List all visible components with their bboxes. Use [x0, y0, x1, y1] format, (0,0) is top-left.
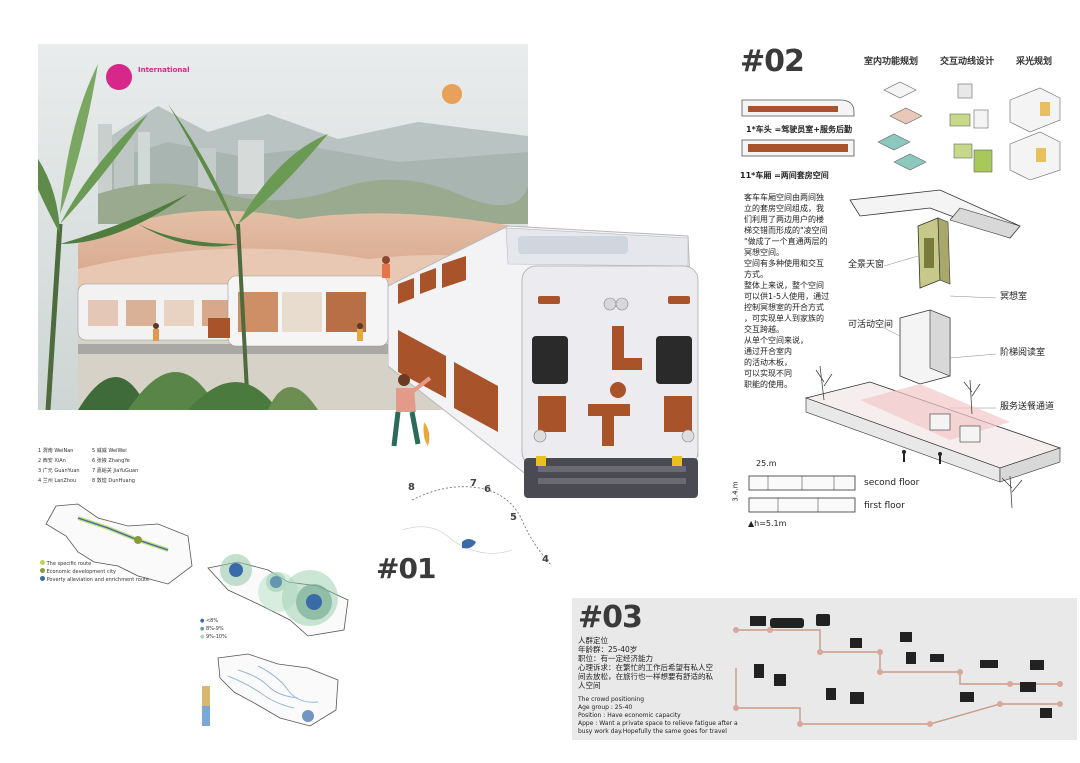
iso-diagrams — [870, 70, 1070, 181]
label-stair: 阶梯阅读室 — [1000, 348, 1046, 358]
exploded-axonometric: 全景天窗 冥想室 可活动空间 阶梯阅读室 服务送餐通道 — [800, 186, 1070, 516]
dim-h: ▲h=5.1m — [748, 519, 787, 528]
label-movable: 可活动空间 — [848, 320, 894, 330]
header-function: 室内功能规划 — [864, 57, 919, 67]
person-figure — [388, 372, 438, 452]
brand-logo-icon — [106, 64, 132, 90]
route-number: 4 — [542, 554, 549, 565]
section-number-03: #03 — [578, 600, 643, 635]
header-circulation: 交互动线设计 — [940, 57, 995, 67]
dim-length: 25.m — [756, 459, 777, 468]
route-number: 7 — [470, 478, 477, 489]
journey-diagram — [730, 608, 1074, 736]
label-second-floor: second floor — [864, 478, 920, 488]
city-item: 8 敦煌 DunHuang — [92, 478, 135, 484]
car-diagrams — [740, 94, 856, 164]
design-description: 客车车厢空间由两间独 立的套房空间组成，我 们利用了两边用户的楼 梯交错而形成的… — [744, 193, 830, 389]
bubble-map — [198, 540, 358, 640]
route-number: 6 — [484, 484, 491, 495]
car-body-label: 11*车厢 =两间套房空间 — [740, 171, 829, 180]
label-meditation: 冥想室 — [1000, 292, 1028, 302]
brand-text: International — [138, 66, 190, 74]
route-number: 8 — [408, 482, 415, 493]
crowd-en: The crowd positioning Age group : 25-40 … — [578, 696, 738, 735]
train-illustration — [387, 225, 708, 516]
terrain-map — [198, 646, 348, 736]
city-item: 4 兰州 LanZhou — [38, 478, 77, 484]
sun — [442, 84, 462, 104]
city-item: 1 渭南 WeiNan — [38, 448, 74, 454]
city-item: 6 张掖 ZhangYe — [92, 458, 130, 464]
legend-item: The specific route — [46, 561, 92, 567]
floor-plans — [748, 472, 858, 518]
label-skylight: 全景天窗 — [848, 260, 885, 270]
legend-item: Economic development city — [46, 569, 117, 575]
label-service: 服务送餐通道 — [1000, 402, 1055, 412]
city-item: 3 广元 GuanYuan — [38, 468, 80, 474]
route-number: 5 — [510, 512, 517, 523]
city-item: 7 嘉峪关 JiaYuGuan — [92, 468, 139, 474]
section-number-02: #02 — [740, 44, 805, 79]
province-map — [38, 496, 198, 591]
route-map: 8 7 6 5 4 — [392, 470, 572, 580]
section-number-01: #01 — [376, 552, 436, 585]
car-head-label: 1*车头 =驾驶员室+服务后勤 — [746, 125, 852, 134]
label-first-floor: first floor — [864, 501, 905, 511]
banana-tree — [38, 64, 188, 410]
city-item: 5 威威 WeiWei — [92, 448, 127, 454]
header-lighting: 采光规划 — [1016, 57, 1053, 67]
section-03-panel: #03 人群定位 年龄群：25-40岁 职位：有一定经济能力 心理诉求：在繁忙的… — [572, 598, 1077, 740]
city-item: 2 西安 XiAn — [38, 458, 66, 464]
train-house-row — [77, 275, 389, 347]
dim-height: 3.4.m — [731, 481, 740, 502]
legend-item: Poverty alleviation and enrichment route — [46, 577, 150, 583]
crowd-cn: 人群定位 年龄群：25-40岁 职位：有一定经济能力 心理诉求：在繁忙的工作后希… — [578, 636, 713, 690]
